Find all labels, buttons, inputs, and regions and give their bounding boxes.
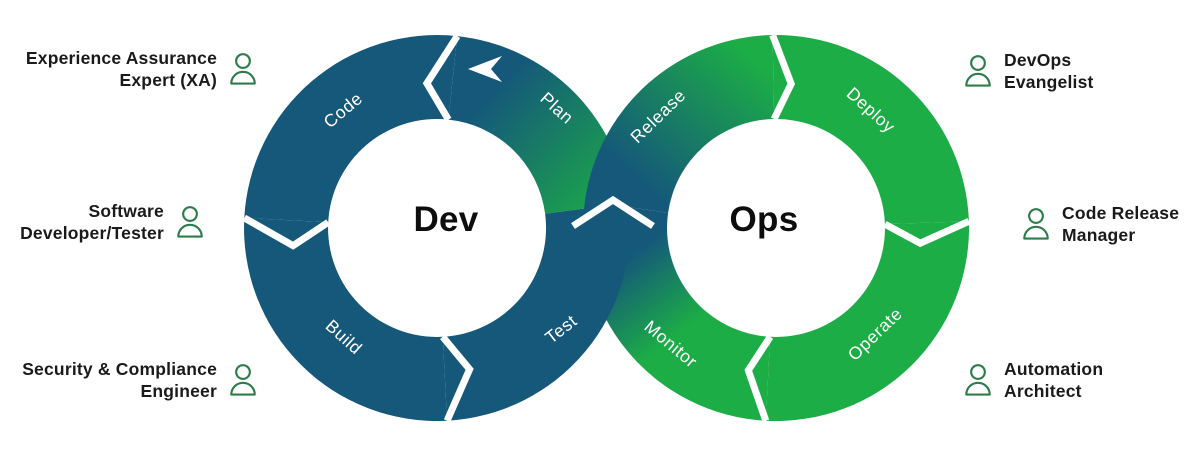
- person-icon: [177, 206, 203, 238]
- segment-operate: [765, 221, 970, 421]
- divider-code-plan: [422, 34, 461, 122]
- person-icon: [965, 55, 991, 87]
- person-icon: [965, 364, 991, 396]
- segment-code: [244, 35, 458, 223]
- person-icon: [230, 53, 256, 85]
- segment-deploy: [772, 34, 969, 225]
- segment-build: [244, 217, 448, 421]
- segment-release: [584, 35, 775, 213]
- divider-code-build: [242, 214, 331, 250]
- ops-label: Ops: [730, 200, 799, 239]
- divider-operate-monitor: [744, 334, 774, 422]
- center-chevron-icon: [571, 195, 655, 229]
- segment-monitor: [583, 201, 771, 421]
- divider-build-test: [440, 334, 474, 423]
- divider-release-deploy: [769, 33, 796, 121]
- flow-arrow-icon: [468, 56, 502, 82]
- divider-deploy-operate: [883, 218, 971, 248]
- person-icon: [230, 364, 256, 396]
- segment-plan: [448, 36, 629, 214]
- dev-label: Dev: [413, 200, 478, 239]
- person-icon: [1023, 208, 1049, 240]
- segment-test: [442, 202, 630, 421]
